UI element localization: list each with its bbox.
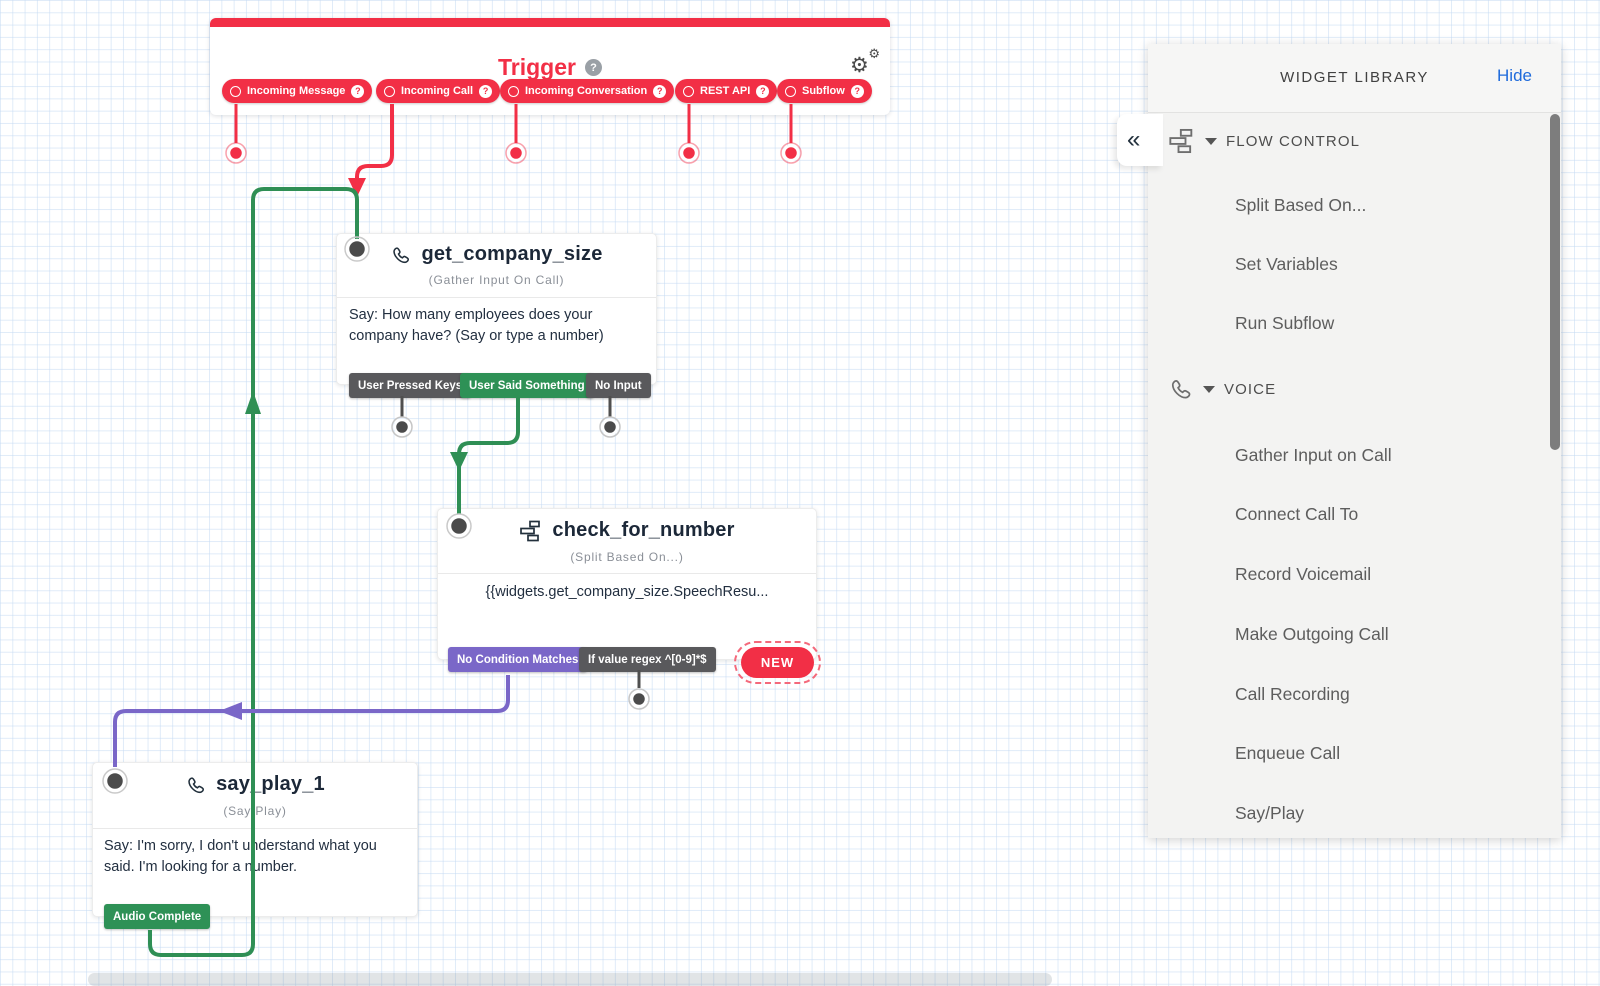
- trigger-pill-incoming-message[interactable]: Incoming Message ?: [222, 79, 373, 103]
- widget-title: say_play_1: [216, 773, 325, 795]
- divider: [93, 828, 417, 829]
- trigger-pill-rest-api[interactable]: REST API ?: [675, 79, 778, 103]
- transition-user-said-something[interactable]: User Said Something: [460, 373, 594, 398]
- widget-say-play-1[interactable]: say_play_1 (Say/Play) Say: I'm sorry, I …: [92, 762, 418, 929]
- chevron-down-icon: [1205, 137, 1217, 145]
- trigger-pill-incoming-conversation[interactable]: Incoming Conversation ?: [500, 79, 675, 103]
- transition-no-input[interactable]: No Input: [586, 373, 651, 398]
- divider: [438, 573, 816, 574]
- collapse-panel-tab[interactable]: «: [1117, 114, 1163, 166]
- widget-title: check_for_number: [552, 519, 735, 541]
- trigger-widget[interactable]: Trigger ? ⚙ ⚙ Incoming Message ? Incomin…: [210, 18, 890, 115]
- library-item-make-outgoing-call[interactable]: Make Outgoing Call: [1235, 624, 1389, 644]
- chevron-down-icon: [1203, 385, 1215, 393]
- library-item-set-variables[interactable]: Set Variables: [1235, 254, 1338, 274]
- library-item-record-voicemail[interactable]: Record Voicemail: [1235, 564, 1372, 584]
- widget-say-text: Say: How many employees does your: [349, 307, 593, 323]
- split-icon: [1169, 128, 1193, 154]
- hide-panel-link[interactable]: Hide: [1497, 66, 1532, 85]
- help-icon[interactable]: ?: [850, 84, 864, 98]
- trigger-title: Trigger: [498, 54, 576, 80]
- library-item-connect-call-to[interactable]: Connect Call To: [1235, 504, 1359, 524]
- transition-audio-complete[interactable]: Audio Complete: [104, 904, 211, 929]
- split-icon: [520, 520, 541, 541]
- widget-check-for-number[interactable]: check_for_number (Split Based On...) {{w…: [437, 508, 821, 684]
- collapse-chevrons-icon: «: [1127, 126, 1141, 153]
- panel-scrollbar-thumb[interactable]: [1550, 114, 1560, 450]
- widget-library-panel: « WIDGET LIBRARY Hide FLOW CONTROL Split…: [1117, 44, 1561, 838]
- help-icon[interactable]: ?: [479, 84, 493, 98]
- help-icon[interactable]: ?: [756, 84, 770, 98]
- port-circle-icon: [508, 85, 519, 97]
- help-icon[interactable]: ?: [351, 84, 365, 98]
- widget-say-text: said. I'm looking for a number.: [104, 859, 297, 875]
- trigger-pill-incoming-call[interactable]: Incoming Call ?: [376, 79, 501, 103]
- widget-say-text: company have? (Say or type a number): [349, 328, 604, 344]
- panel-title: WIDGET LIBRARY: [1280, 69, 1429, 86]
- port-circle-icon: [230, 85, 241, 97]
- widget-type: (Gather Input On Call): [428, 273, 565, 287]
- transition-no-condition-matches[interactable]: No Condition Matches: [448, 647, 588, 672]
- phone-icon: [188, 776, 205, 793]
- library-item-split-based-on[interactable]: Split Based On...: [1235, 195, 1367, 215]
- trigger-top-bar: [210, 18, 890, 27]
- port-circle-icon: [785, 85, 796, 97]
- library-item-enqueue-call[interactable]: Enqueue Call: [1235, 743, 1341, 763]
- help-icon[interactable]: ?: [584, 59, 602, 76]
- divider: [337, 297, 656, 298]
- widget-get-company-size[interactable]: get_company_size (Gather Input On Call) …: [336, 233, 657, 398]
- section-voice[interactable]: VOICE: [1168, 376, 1276, 402]
- widget-say-text: Say: I'm sorry, I don't understand what …: [104, 838, 377, 854]
- new-condition-drop-target[interactable]: NEW: [734, 641, 821, 684]
- transition-if-value-regex[interactable]: If value regex ^[0-9]*$: [579, 647, 716, 672]
- widget-type: (Split Based On...): [570, 550, 684, 564]
- library-item-say-play[interactable]: Say/Play: [1235, 803, 1305, 823]
- settings-gears-icon[interactable]: ⚙ ⚙: [850, 46, 880, 77]
- port-circle-icon: [384, 85, 395, 97]
- library-item-run-subflow[interactable]: Run Subflow: [1235, 313, 1335, 333]
- phone-icon: [393, 246, 410, 263]
- canvas-horizontal-scrollbar[interactable]: [88, 973, 1052, 986]
- section-flow-control[interactable]: FLOW CONTROL: [1168, 128, 1360, 154]
- new-badge: NEW: [741, 647, 814, 678]
- port-circle-icon: [683, 85, 694, 97]
- widget-type: (Say/Play): [223, 804, 287, 818]
- library-item-gather-input-on-call[interactable]: Gather Input on Call: [1235, 445, 1392, 465]
- widget-split-expression: {{widgets.get_company_size.SpeechResu...: [485, 584, 769, 600]
- transition-user-pressed-keys[interactable]: User Pressed Keys: [349, 373, 472, 398]
- library-item-call-recording[interactable]: Call Recording: [1235, 684, 1350, 704]
- trigger-pill-subflow[interactable]: Subflow ?: [777, 79, 872, 103]
- help-icon[interactable]: ?: [653, 84, 667, 98]
- widget-title: get_company_size: [421, 243, 603, 265]
- phone-icon: [1171, 380, 1191, 399]
- panel-header: WIDGET LIBRARY Hide: [1148, 44, 1561, 113]
